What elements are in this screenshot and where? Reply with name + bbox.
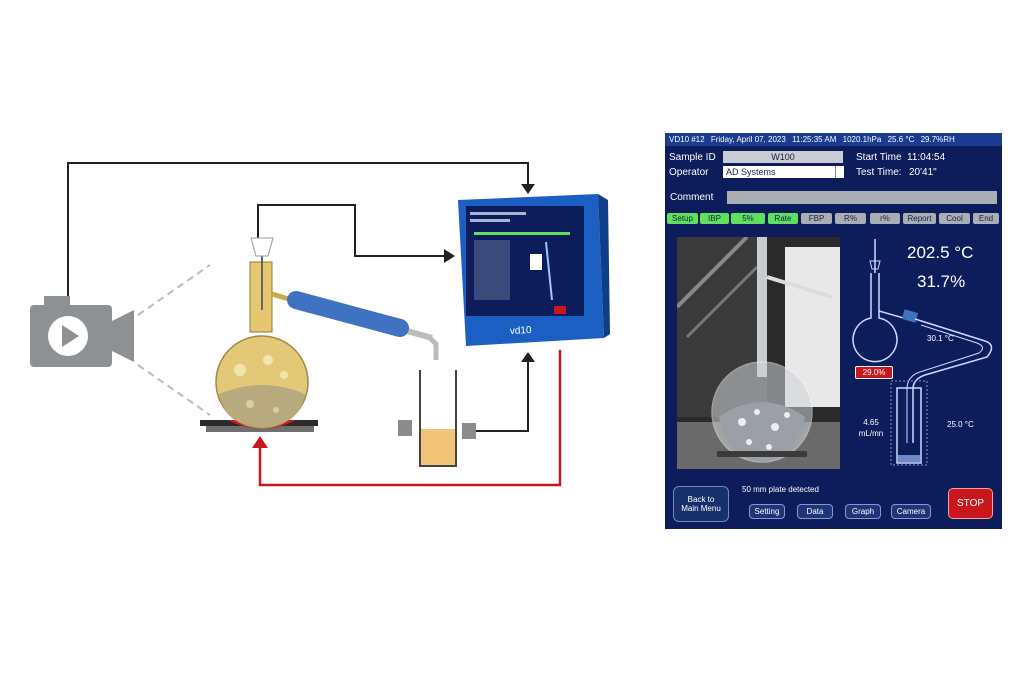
arrowhead-icon [521, 184, 535, 194]
main-menu-button[interactable]: Back to Main Menu [673, 486, 729, 522]
flask-stopper-icon [250, 237, 274, 257]
data-button[interactable]: Data [797, 504, 833, 519]
heater-control-wire [258, 350, 562, 487]
apparatus-schematic [852, 239, 993, 466]
test-time-label: Test Time: [856, 167, 902, 178]
operator-label: Operator [669, 167, 709, 178]
plate-detected-message: 50 mm plate detected [742, 485, 819, 494]
vd10-logo: vd10 [510, 325, 533, 337]
step-5: R% [835, 213, 866, 224]
vd10-analyzer-icon: vd10 [458, 194, 610, 346]
operator-field[interactable]: AD Systems [723, 166, 838, 178]
status-humidity: 29.7%RH [920, 135, 955, 144]
status-time: 11:25:35 AM [792, 135, 837, 144]
receiver-to-analyzer-wire [476, 358, 529, 432]
arrowhead-icon [521, 352, 535, 362]
camera-view-line [137, 264, 211, 316]
status-pressure: 1020.1hPa [842, 135, 882, 144]
step-9: End [973, 213, 999, 224]
step-2: 5% [731, 213, 765, 224]
recovered-percent-readout: 31.7% [917, 272, 966, 291]
setting-button[interactable]: Setting [749, 504, 785, 519]
status-bar: VD10 #12 Friday, April 07, 2023 11:25:35… [665, 133, 1002, 146]
vapor-temperature-readout: 202.5 °C [907, 243, 974, 262]
rate-unit: mL/mn [858, 429, 884, 438]
camera-image [677, 237, 840, 469]
arrowhead-icon [252, 436, 268, 448]
receiver-cylinder-icon [398, 370, 476, 467]
flask-percent-badge: 29.0% [855, 366, 893, 379]
step-4: FBP [801, 213, 832, 224]
operator-dropdown-button[interactable] [835, 166, 844, 178]
device-id: VD10 #12 [669, 135, 705, 144]
step-0: Setup [667, 213, 698, 224]
distillation-setup-diagram: vd10 [30, 162, 610, 487]
step-1: IBP [700, 213, 729, 224]
step-8: Cool [939, 213, 970, 224]
vd10-screen: VD10 #12 Friday, April 07, 2023 11:25:35… [665, 133, 1002, 529]
sample-id-label: Sample ID [669, 152, 716, 163]
thermometer-to-analyzer-wire [257, 204, 448, 257]
comment-field[interactable] [727, 191, 997, 204]
status-date: Friday, April 07, 2023 [710, 135, 786, 144]
condenser-tube-icon [287, 291, 439, 360]
rate-value: 4.65 [863, 418, 879, 427]
distillation-flask-icon [215, 237, 309, 429]
flask-camera-view [677, 237, 840, 469]
camera-to-analyzer-wire [67, 162, 529, 305]
start-time-label: Start Time [856, 152, 902, 163]
start-time-value: 11:04:54 [907, 152, 946, 163]
main-menu-line2: Main Menu [681, 504, 721, 513]
sample-id-field[interactable]: W100 [723, 151, 843, 163]
step-7: Report [903, 213, 936, 224]
test-time-value: 20'41" [909, 167, 937, 178]
video-camera-icon [30, 296, 134, 367]
camera-button[interactable]: Camera [891, 504, 931, 519]
receiver-temperature-readout: 25.0 °C [947, 420, 974, 429]
step-6: r% [870, 213, 900, 224]
arrowhead-icon [444, 249, 455, 263]
main-menu-line1: Back to [687, 495, 715, 504]
camera-view-line [137, 364, 211, 416]
comment-label: Comment [670, 192, 714, 203]
step-3: Rate [768, 213, 798, 224]
stop-button[interactable]: STOP [948, 488, 993, 519]
condenser-temperature-readout: 30.1 °C [927, 334, 954, 343]
graph-button[interactable]: Graph [845, 504, 881, 519]
status-temperature: 25.6 °C [887, 135, 915, 144]
